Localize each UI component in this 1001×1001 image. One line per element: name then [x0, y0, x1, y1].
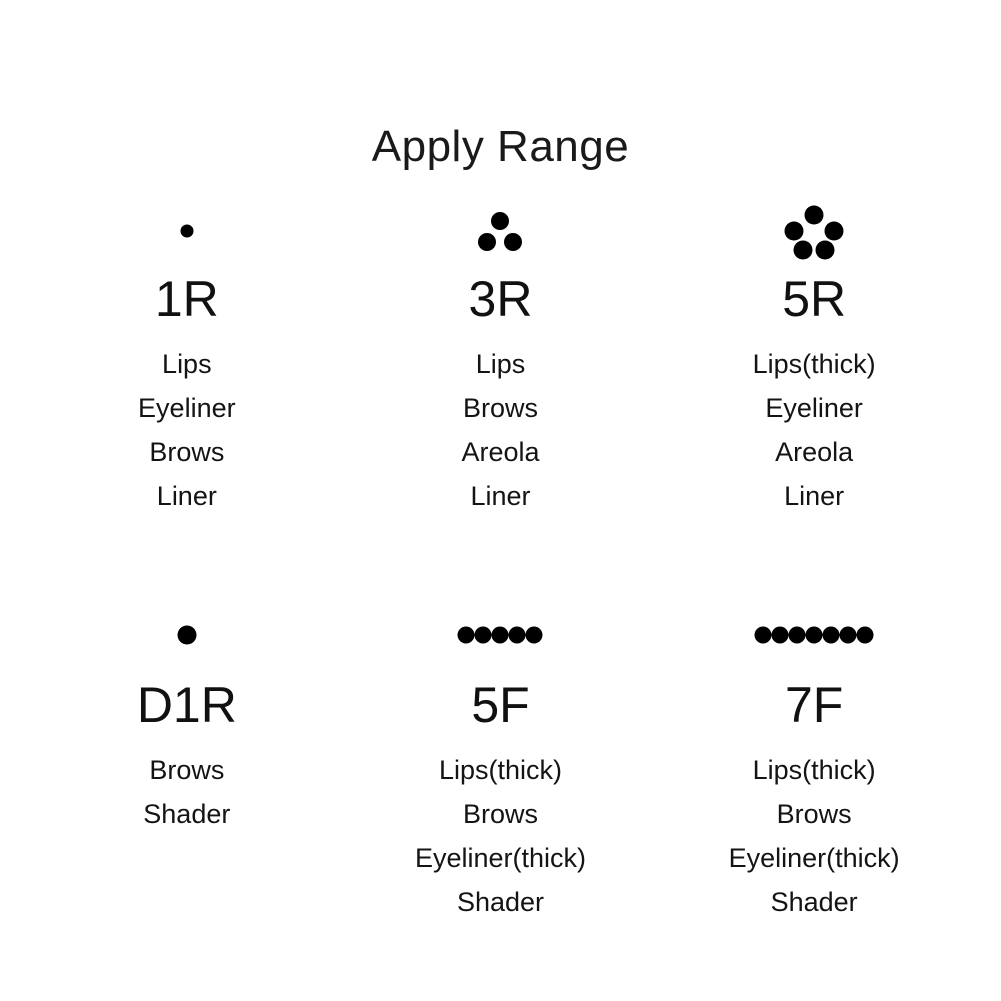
- page-title: Apply Range: [371, 122, 630, 172]
- apply-range-item: Lips: [162, 349, 212, 379]
- needle-code-7f: 7F: [784, 677, 844, 733]
- needle-dot-icon: [478, 233, 497, 251]
- needle-pattern-d1r: [112, 604, 262, 666]
- needle-dot-icon: [457, 626, 475, 644]
- needle-code-d1r: D1R: [136, 677, 237, 733]
- needle-dot-icon: [839, 626, 857, 644]
- apply-range-item: Liner: [784, 481, 845, 511]
- needle-dot-icon: [754, 626, 772, 644]
- needle-code-5f: 5F: [471, 677, 530, 733]
- needle-dot-icon: [793, 240, 813, 260]
- needle-dot-icon: [474, 626, 492, 644]
- apply-range-item: Lips(thick): [438, 755, 562, 785]
- needle-pattern-3r: [425, 200, 575, 262]
- needle-dot-icon: [805, 626, 823, 644]
- apply-range-item: Areola: [461, 437, 540, 467]
- needle-dot-icon: [815, 240, 835, 260]
- needle-dot-icon: [824, 221, 844, 241]
- apply-range-item: Eyeliner(thick): [414, 843, 587, 873]
- apply-range-item: Shader: [456, 887, 545, 917]
- needle-dot-icon: [856, 626, 874, 644]
- needle-code-5r: 5R: [782, 271, 847, 327]
- needle-code-3r: 3R: [468, 271, 533, 327]
- apply-range-item: Shader: [770, 887, 858, 917]
- needle-dot-icon: [804, 205, 824, 225]
- apply-range-item: Brows: [149, 755, 225, 785]
- needle-pattern-1r: [112, 200, 262, 262]
- apply-range-item: Brows: [149, 437, 225, 467]
- apply-range-item: Areola: [775, 437, 854, 467]
- needle-pattern-7f: [739, 604, 889, 666]
- apply-range-item: Liner: [156, 481, 217, 511]
- needle-dot-icon: [508, 626, 526, 644]
- needle-dot-icon: [822, 626, 840, 644]
- needle-dot-icon: [177, 625, 197, 645]
- needle-dot-icon: [784, 221, 804, 241]
- needle-dot-icon: [525, 626, 543, 644]
- needle-dot-icon: [771, 626, 789, 644]
- apply-range-item: Eyeliner: [138, 393, 236, 423]
- needle-code-1r: 1R: [154, 271, 219, 327]
- needle-dot-icon: [788, 626, 806, 644]
- needle-pattern-5f: [425, 604, 575, 666]
- needle-pattern-5r: [739, 200, 889, 262]
- apply-range-item: Eyeliner(thick): [728, 843, 900, 873]
- apply-range-item: Lips(thick): [752, 755, 876, 785]
- needle-dot-icon: [180, 224, 194, 238]
- apply-range-item: Lips(thick): [752, 349, 876, 379]
- apply-range-item: Eyeliner: [765, 393, 863, 423]
- apply-range-item: Brows: [462, 393, 538, 423]
- apply-range-item: Brows: [776, 799, 852, 829]
- apply-range-item: Brows: [462, 799, 538, 829]
- apply-range-item: Shader: [143, 799, 231, 829]
- needle-dot-icon: [504, 233, 523, 251]
- apply-range-item: Liner: [470, 481, 531, 511]
- apply-range-item: Lips: [475, 349, 526, 379]
- needle-dot-icon: [491, 212, 510, 230]
- needle-dot-icon: [491, 626, 509, 644]
